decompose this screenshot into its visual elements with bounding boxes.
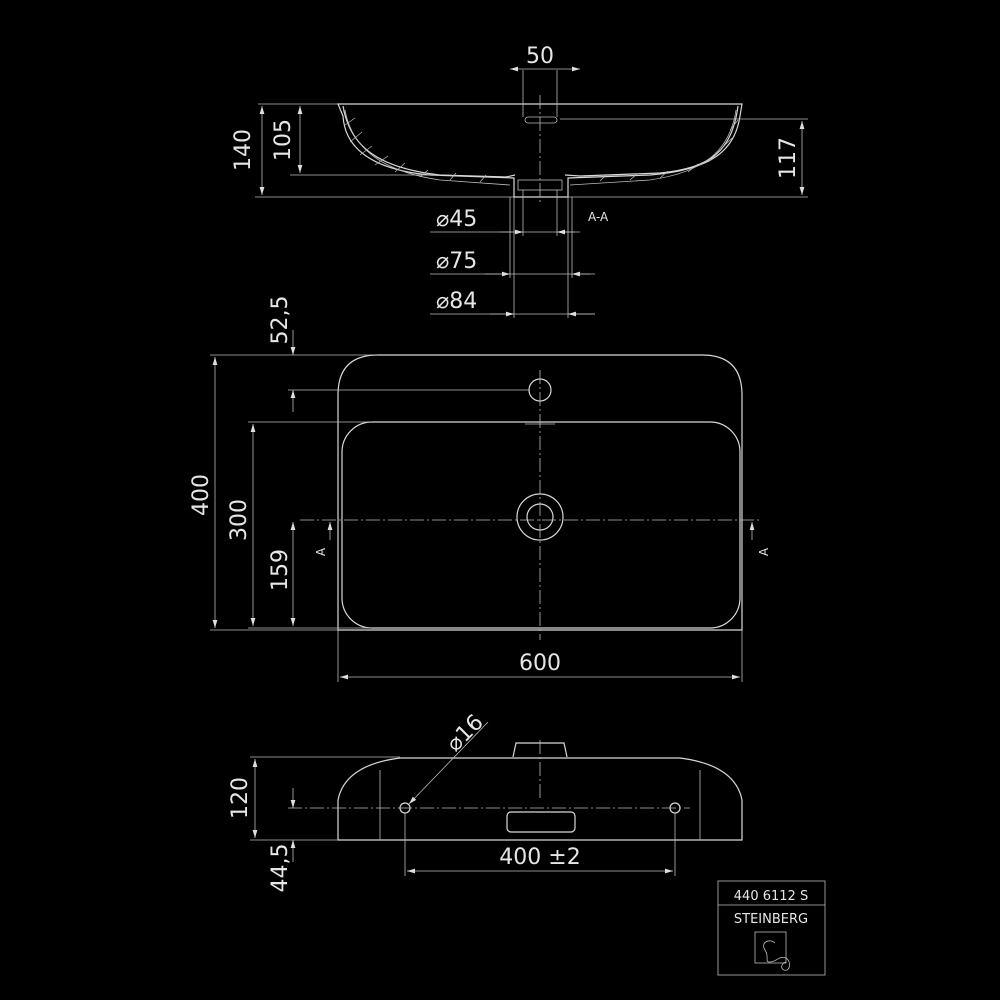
dim-tap-offset: 52,5	[268, 296, 293, 345]
dim-rear-height: 120	[228, 777, 253, 819]
dim-tap-width: 50	[526, 44, 554, 69]
section-hatching	[344, 117, 739, 183]
dim-d45: ⌀45	[436, 207, 477, 232]
brand-logo-icon	[754, 931, 790, 971]
plan-view: 400 300 159 52,5 600 A A	[189, 296, 771, 682]
dim-bowl-length: 300	[227, 499, 252, 541]
dim-tap-height: 117	[776, 137, 801, 179]
article-number: 440 6112 S	[734, 889, 808, 904]
section-view: 50 140 105 117 A-A ⌀45 ⌀75 ⌀84	[231, 44, 808, 318]
section-label: A-A	[588, 210, 609, 224]
dim-hole-height: 44,5	[268, 844, 293, 893]
dim-drain-offset: 159	[268, 549, 293, 591]
dim-width: 600	[519, 651, 561, 676]
rear-view: ⌀16 120 44,5 400 ±2	[228, 710, 743, 893]
dim-hole-spacing: 400 ±2	[499, 845, 580, 870]
title-block: 440 6112 S STEINBERG	[717, 880, 826, 976]
section-marker-right: A	[757, 547, 771, 556]
brand-name: STEINBERG	[734, 912, 808, 927]
dim-total-height: 140	[231, 129, 256, 171]
dim-d84: ⌀84	[436, 289, 477, 314]
section-marker-left: A	[314, 547, 328, 556]
dim-hole-diameter: ⌀16	[442, 710, 489, 757]
dim-depth: 400	[189, 474, 214, 516]
dim-d75: ⌀75	[436, 249, 477, 274]
dim-bowl-depth: 105	[271, 119, 296, 161]
